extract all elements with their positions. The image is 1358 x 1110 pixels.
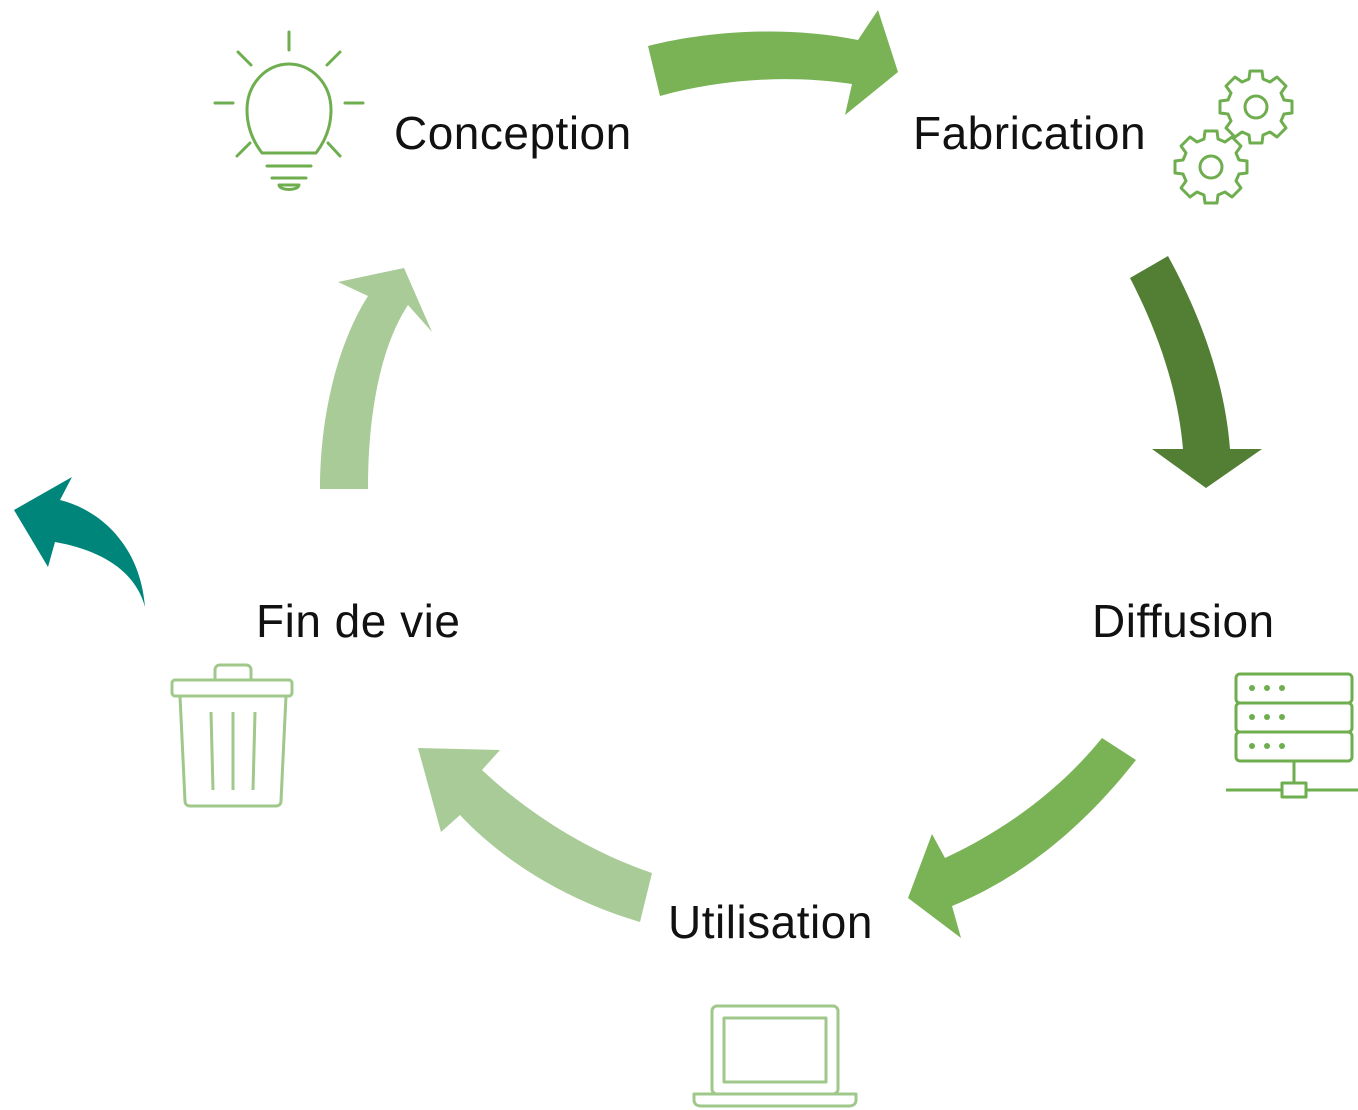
stage-label-fabrication: Fabrication — [913, 107, 1147, 159]
laptop-icon — [692, 1004, 858, 1108]
arrow-diffusion-to-utilisation — [908, 738, 1136, 938]
arrow-fin-de-vie-to-conception — [320, 268, 432, 489]
server-network-icon — [1226, 672, 1358, 799]
arrow-fabrication-to-diffusion — [1130, 256, 1262, 488]
lightbulb-icon — [213, 30, 365, 191]
arrow-conception-to-fabrication — [648, 10, 898, 115]
stage-label-conception: Conception — [394, 107, 632, 159]
stage-label-fin-de-vie: Fin de vie — [256, 595, 461, 647]
arrow-utilisation-to-fin-de-vie — [418, 748, 652, 922]
trash-bin-icon — [170, 663, 294, 808]
exit-arrow — [14, 477, 145, 607]
gears-icon — [1173, 69, 1294, 205]
stage-label-utilisation: Utilisation — [668, 896, 873, 948]
stage-label-diffusion: Diffusion — [1092, 595, 1275, 647]
